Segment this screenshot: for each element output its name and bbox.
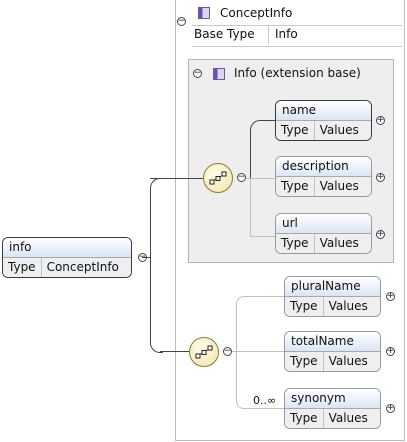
element-name-type-label: Type — [281, 123, 309, 137]
element-totalname-expand-icon[interactable]: + — [386, 345, 395, 356]
element-synonym-type-label: Type — [290, 411, 318, 425]
element-description-label: description — [276, 157, 371, 177]
extension-collapse-icon[interactable]: − — [193, 67, 202, 78]
element-name-label: name — [276, 101, 371, 121]
element-pluralname-expand-icon[interactable]: + — [386, 290, 395, 301]
element-totalname[interactable]: totalName Type Values — [284, 331, 381, 372]
element-totalname-type-value: Values — [322, 352, 373, 371]
element-name-type-value: Values — [313, 121, 364, 140]
seq1-connector — [246, 178, 276, 179]
sequence-collapse-icon[interactable]: − — [237, 171, 246, 182]
seq1-lower-branch — [250, 178, 251, 236]
element-url[interactable]: url Type Values — [275, 213, 372, 254]
element-url-type-value: Values — [313, 234, 364, 253]
complex-type-collapse-icon[interactable]: − — [177, 15, 186, 26]
seq2-to-pluralname-line — [236, 296, 285, 354]
root-stub-line — [142, 257, 151, 258]
element-synonym-expand-icon[interactable]: + — [386, 402, 395, 413]
element-synonym[interactable]: synonym Type Values — [284, 388, 381, 429]
sequence-compositor-icon[interactable] — [203, 163, 233, 193]
element-description-type-value: Values — [313, 177, 364, 196]
base-type-divider — [268, 26, 269, 44]
root-type-value: ConceptInfo — [40, 258, 124, 277]
root-to-seq1-line — [150, 178, 204, 179]
element-url-type-label: Type — [281, 236, 309, 250]
header-divider — [192, 25, 402, 26]
seq1-to-name-line — [250, 120, 275, 181]
element-url-label: url — [276, 214, 371, 234]
seq2-to-synonym-line — [236, 351, 285, 409]
element-pluralname-type-label: Type — [290, 299, 318, 313]
root-to-seq2-line — [160, 351, 192, 352]
root-to-seq2-corner — [150, 338, 163, 353]
extension-type-icon — [213, 68, 225, 80]
root-branch-line — [150, 190, 151, 340]
root-element-info[interactable]: info Type ConceptInfo — [2, 237, 132, 278]
sequence-compositor-icon-2[interactable] — [189, 337, 219, 367]
element-synonym-label: synonym — [285, 389, 380, 409]
root-to-seq1-corner — [150, 178, 163, 193]
element-pluralname-type-value: Values — [322, 297, 373, 316]
root-type-label: Type — [8, 260, 36, 274]
element-url-expand-icon[interactable]: + — [376, 228, 385, 239]
element-synonym-type-value: Values — [322, 409, 373, 428]
element-pluralname-label: pluralName — [285, 277, 380, 297]
sequence-2-collapse-icon[interactable]: − — [223, 345, 232, 356]
element-description-expand-icon[interactable]: + — [376, 171, 385, 182]
element-totalname-label: totalName — [285, 332, 380, 352]
extension-label: Info (extension base) — [234, 66, 361, 80]
base-type-label: Base Type — [194, 27, 255, 41]
header-bottom-divider — [192, 46, 402, 47]
element-name[interactable]: name Type Values — [275, 100, 372, 141]
complex-type-name: ConceptInfo — [220, 6, 293, 20]
element-name-expand-icon[interactable]: + — [376, 114, 385, 125]
seq1-to-url-line — [250, 236, 276, 237]
element-pluralname[interactable]: pluralName Type Values — [284, 276, 381, 317]
synonym-cardinality: 0..∞ — [253, 394, 277, 407]
base-type-value: Info — [275, 27, 298, 41]
root-element-name: info — [3, 238, 131, 258]
seq2-to-totalname-line — [232, 351, 284, 352]
element-description-type-label: Type — [281, 179, 309, 193]
complex-type-icon — [198, 7, 210, 19]
element-description[interactable]: description Type Values — [275, 156, 372, 197]
element-totalname-type-label: Type — [290, 354, 318, 368]
